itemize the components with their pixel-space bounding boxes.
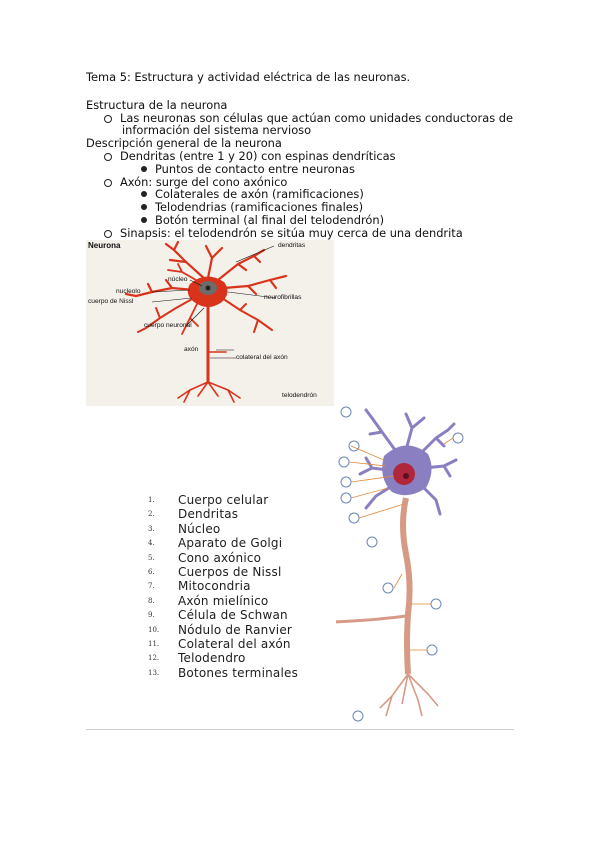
- hollow-bullet-icon: [104, 153, 112, 161]
- legend-number: 5.: [148, 553, 155, 562]
- filled-bullet-icon: [141, 166, 147, 172]
- document-title: Tema 5: Estructura y actividad eléctrica…: [86, 70, 411, 84]
- legend-number: 1.: [148, 496, 155, 504]
- label-neurofibrillas: neurofibrillas: [264, 294, 302, 301]
- legend-number: 8.: [148, 596, 155, 605]
- bullet-text: Las neuronas son células que actúan como…: [120, 111, 513, 125]
- label-nucleo: núcleo: [168, 276, 188, 283]
- bullet-synapse: Sinapsis: el telodendrón se sitúa muy ce…: [104, 227, 463, 240]
- legend-text: Telodendro: [178, 651, 246, 666]
- neuron-illustration: [124, 240, 288, 403]
- legend-number: 10.: [148, 625, 160, 634]
- legend-text: Botones terminales: [178, 665, 299, 680]
- legend-number: 7.: [148, 582, 155, 591]
- filled-bullet-icon: [141, 191, 147, 197]
- bullet-dendrites: Dendritas (entre 1 y 20) con espinas den…: [104, 150, 396, 163]
- bullet-text: Colaterales de axón (ramificaciones): [155, 187, 364, 201]
- subbullet-telodendria: Telodendrias (ramificaciones finales): [141, 201, 363, 214]
- bullet-text: Telodendrias (ramificaciones finales): [155, 200, 364, 214]
- page-divider: [86, 729, 514, 730]
- legend-number: 13.: [148, 668, 160, 677]
- legend-number: 4.: [148, 539, 155, 548]
- bullet-neuron-definition-cont: información del sistema nervioso: [122, 123, 312, 137]
- bullet-text: Botón terminal (al final del telodendrón…: [155, 213, 385, 227]
- hollow-bullet-icon: [104, 115, 112, 123]
- detailed-neuron-illustration: [314, 406, 464, 722]
- label-dendritas: dendritas: [278, 242, 306, 249]
- label-cuerpo-nissl: cuerpo de Nissl: [88, 298, 134, 305]
- filled-bullet-icon: [141, 217, 147, 223]
- legend-text: Nódulo de Ranvier: [178, 622, 293, 637]
- legend-text: Dendritas: [178, 507, 239, 522]
- legend-text: Célula de Schwan: [178, 608, 288, 623]
- legend-number: 6.: [148, 567, 155, 576]
- detailed-neuron-figure: [314, 404, 472, 724]
- legend-text: Cuerpos de Nissl: [178, 564, 282, 579]
- legend-text: Axón mielínico: [178, 593, 269, 608]
- label-axon: axón: [184, 346, 199, 353]
- legend-text: Mitocondria: [178, 579, 251, 594]
- bullet-text: Dendritas (entre 1 y 20) con espinas den…: [120, 149, 396, 163]
- bullet-neuron-definition: Las neuronas son células que actúan como…: [104, 112, 513, 125]
- subbullet-collaterals: Colaterales de axón (ramificaciones): [141, 188, 364, 201]
- legend-number: 9.: [148, 611, 155, 620]
- section-heading-description: Descripción general de la neurona: [86, 136, 282, 150]
- section-heading-structure: Estructura de la neurona: [86, 98, 228, 112]
- legend-number: 11.: [148, 639, 160, 648]
- bullet-text: Sinapsis: el telodendrón se sitúa muy ce…: [120, 226, 463, 240]
- legend-text: Núcleo: [178, 521, 221, 536]
- label-nucleolo: nucleolo: [116, 288, 141, 295]
- label-colateral-axon: colateral del axón: [236, 354, 288, 361]
- neuron-diagram-figure: Neurona dendritas núcleo nucleolo cuerpo…: [86, 240, 334, 406]
- label-telodendron: telodendrón: [282, 392, 317, 399]
- hollow-bullet-icon: [104, 179, 112, 187]
- label-neurona: Neurona: [88, 241, 121, 250]
- label-cuerpo-neuronal: cuerpo neuronal: [144, 322, 192, 329]
- legend-text: Cono axónico: [178, 550, 262, 565]
- legend-text: Aparato de Golgi: [178, 536, 283, 551]
- hollow-bullet-icon: [104, 230, 112, 238]
- filled-bullet-icon: [141, 204, 147, 210]
- bullet-text: Axón: surge del cono axónico: [120, 175, 288, 189]
- bullet-axon: Axón: surge del cono axónico: [104, 176, 287, 189]
- subbullet-terminal-button: Botón terminal (al final del telodendrón…: [141, 214, 384, 227]
- legend-number: 2.: [148, 510, 155, 519]
- legend-number: 3.: [148, 524, 155, 533]
- legend-text: Colateral del axón: [178, 636, 291, 651]
- bullet-text: Puntos de contacto entre neuronas: [155, 162, 355, 176]
- legend-number: 12.: [148, 654, 160, 663]
- subbullet-contact-points: Puntos de contacto entre neuronas: [141, 163, 355, 176]
- legend-text: Cuerpo celular: [178, 493, 269, 507]
